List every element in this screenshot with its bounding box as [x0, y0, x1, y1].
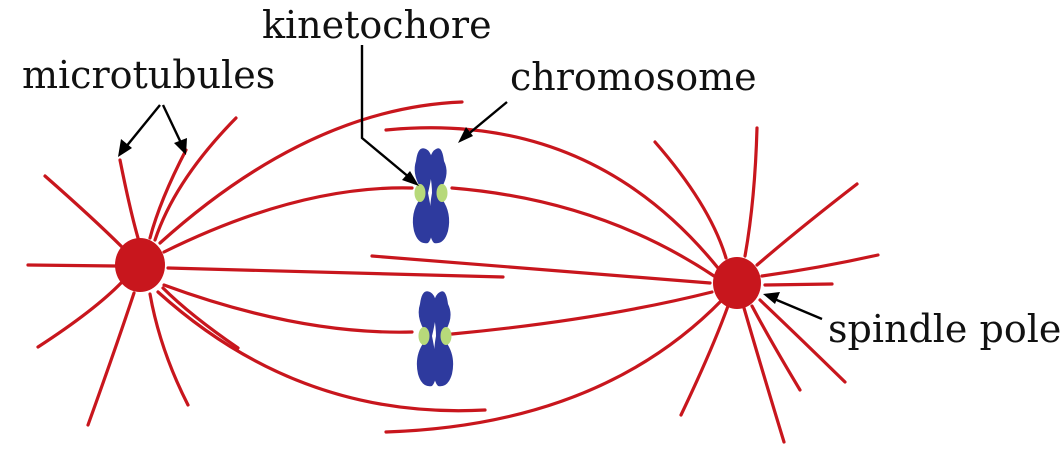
- microtubule: [762, 255, 878, 276]
- microtubule: [681, 306, 728, 415]
- microtubule: [28, 265, 116, 266]
- kinetochore: [441, 327, 452, 345]
- microtubule: [752, 306, 800, 390]
- microtubules-arrow: [163, 105, 182, 145]
- microtubule: [757, 184, 857, 265]
- kinetochore: [419, 327, 430, 345]
- microtubules-label: microtubules: [22, 53, 275, 97]
- kinetochore: [415, 184, 426, 202]
- spindle-pole-arrowhead: [763, 292, 780, 304]
- microtubule: [120, 160, 138, 238]
- right-spindle-pole: [713, 257, 761, 309]
- chromosome-top: [413, 148, 449, 243]
- microtubule: [155, 118, 236, 240]
- microtubule: [164, 188, 412, 252]
- spindle-pole-label: spindle pole: [828, 307, 1061, 351]
- chromosome-label: chromosome: [510, 55, 757, 99]
- microtubule: [452, 188, 714, 276]
- microtubule: [88, 293, 134, 425]
- microtubule: [45, 176, 123, 248]
- microtubules-arrowhead: [174, 138, 187, 155]
- microtubules-arrow: [125, 105, 160, 148]
- spindle-pole-arrow: [772, 298, 822, 319]
- left-spindle-pole: [115, 238, 165, 292]
- microtubule: [765, 284, 832, 285]
- kinetochore-label: kinetochore: [262, 3, 492, 47]
- microtubule: [452, 292, 712, 334]
- kinetochore: [437, 184, 448, 202]
- microtubule: [372, 256, 710, 283]
- microtubule: [745, 128, 757, 256]
- microtubule: [38, 282, 122, 347]
- chromosome-bottom: [417, 291, 453, 386]
- microtubule: [655, 142, 726, 258]
- microtubule: [168, 268, 503, 277]
